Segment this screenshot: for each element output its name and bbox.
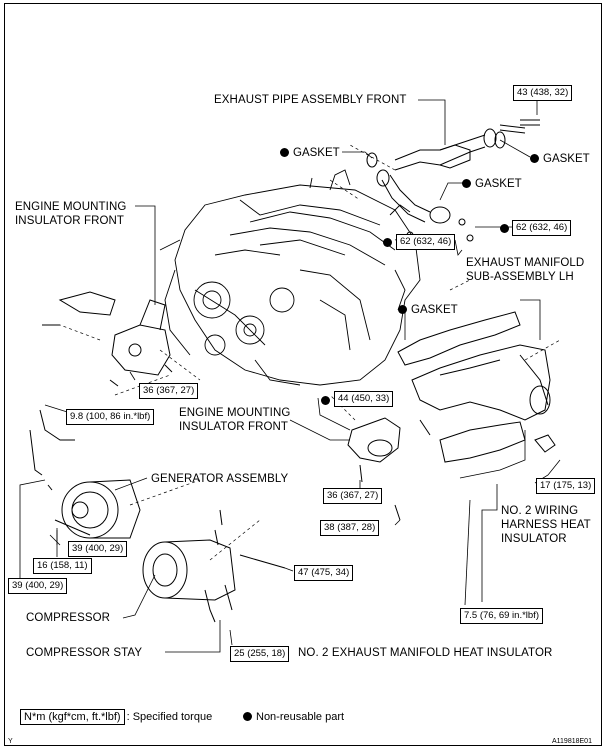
label-generator-assembly: GENERATOR ASSEMBLY: [151, 473, 289, 485]
torque-47: 47 (475, 34): [294, 565, 354, 581]
figure-code: A119818E01: [552, 738, 592, 745]
non-reusable-dot-icon: [530, 154, 539, 163]
label-gasket-1: GASKET: [280, 146, 340, 160]
torque-7-5: 7.5 (76, 69 in.*lbf): [460, 608, 543, 624]
label-compressor-stay: COMPRESSOR STAY: [26, 647, 143, 659]
torque-17: 17 (175, 13): [536, 478, 596, 494]
label-gasket-4: GASKET: [398, 303, 458, 317]
label-exhaust-manifold-sub-assembly-lh: EXHAUST MANIFOLD SUB-ASSEMBLY LH: [466, 257, 585, 283]
label-exhaust-pipe-assembly-front: EXHAUST PIPE ASSEMBLY FRONT: [214, 94, 407, 106]
heat-insulator-drawing: [439, 421, 556, 463]
torque-62-left-marker: [383, 236, 396, 250]
label-no2-exhaust-manifold-heat-insulator: NO. 2 EXHAUST MANIFOLD HEAT INSULATOR: [298, 647, 553, 659]
generator-drawing: [29, 409, 141, 539]
non-reusable-dot-icon: [280, 148, 289, 157]
torque-16: 16 (158, 11): [33, 558, 92, 574]
torque-39-upper: 39 (400, 29): [68, 541, 128, 557]
label-engine-mounting-insulator-front-lower: ENGINE MOUNTING INSULATOR FRONT: [179, 407, 291, 433]
engine-block-drawing: [159, 169, 421, 386]
legend-specified-torque: N*m (kgf*cm, ft.*lbf): Specified torque: [20, 709, 212, 725]
torque-36-lower: 36 (367, 27): [323, 488, 383, 504]
leader-lines: [13, 99, 561, 653]
torque-9-8: 9.8 (100, 86 in.*lbf): [66, 409, 155, 425]
corner-mark-left: Y: [8, 738, 13, 745]
non-reusable-dot-icon: [321, 396, 330, 405]
label-engine-mounting-insulator-front-upper: ENGINE MOUNTING INSULATOR FRONT: [15, 201, 127, 227]
torque-38: 38 (387, 28): [320, 520, 380, 536]
legend-non-reusable: Non-reusable part: [243, 710, 344, 724]
dashed-guides: [59, 144, 561, 561]
torque-43: 43 (438, 32): [513, 85, 573, 101]
torque-44: 44 (450, 33): [334, 391, 394, 407]
compressor-drawing: [142, 509, 286, 623]
torque-62-right: 62 (632, 46): [512, 220, 572, 236]
non-reusable-dot-icon: [500, 224, 509, 233]
torque-36-upper: 36 (367, 27): [139, 383, 199, 399]
diagram-frame: [4, 3, 602, 746]
label-gasket-3: GASKET: [462, 177, 522, 191]
engine-mount-left-drawing: [42, 291, 173, 387]
torque-44-marker: [321, 394, 334, 408]
non-reusable-dot-icon: [462, 179, 471, 188]
label-gasket-2: GASKET: [530, 152, 590, 166]
non-reusable-dot-icon: [383, 238, 392, 247]
torque-62-left: 62 (632, 46): [396, 234, 456, 250]
torque-25: 25 (255, 18): [230, 646, 290, 662]
legend-torque-unit-box: N*m (kgf*cm, ft.*lbf): [20, 709, 125, 725]
label-compressor: COMPRESSOR: [26, 612, 111, 624]
exhaust-manifold-drawing: [397, 311, 551, 421]
non-reusable-dot-icon: [398, 305, 407, 314]
torque-62-right-marker: [500, 222, 513, 236]
label-no2-wiring-harness-heat-insulator: NO. 2 WIRING HARNESS HEAT INSULATOR: [501, 505, 591, 545]
non-reusable-dot-icon: [243, 712, 252, 721]
engine-mount-middle-drawing: [347, 417, 431, 521]
torque-39-lower: 39 (400, 29): [8, 578, 68, 594]
